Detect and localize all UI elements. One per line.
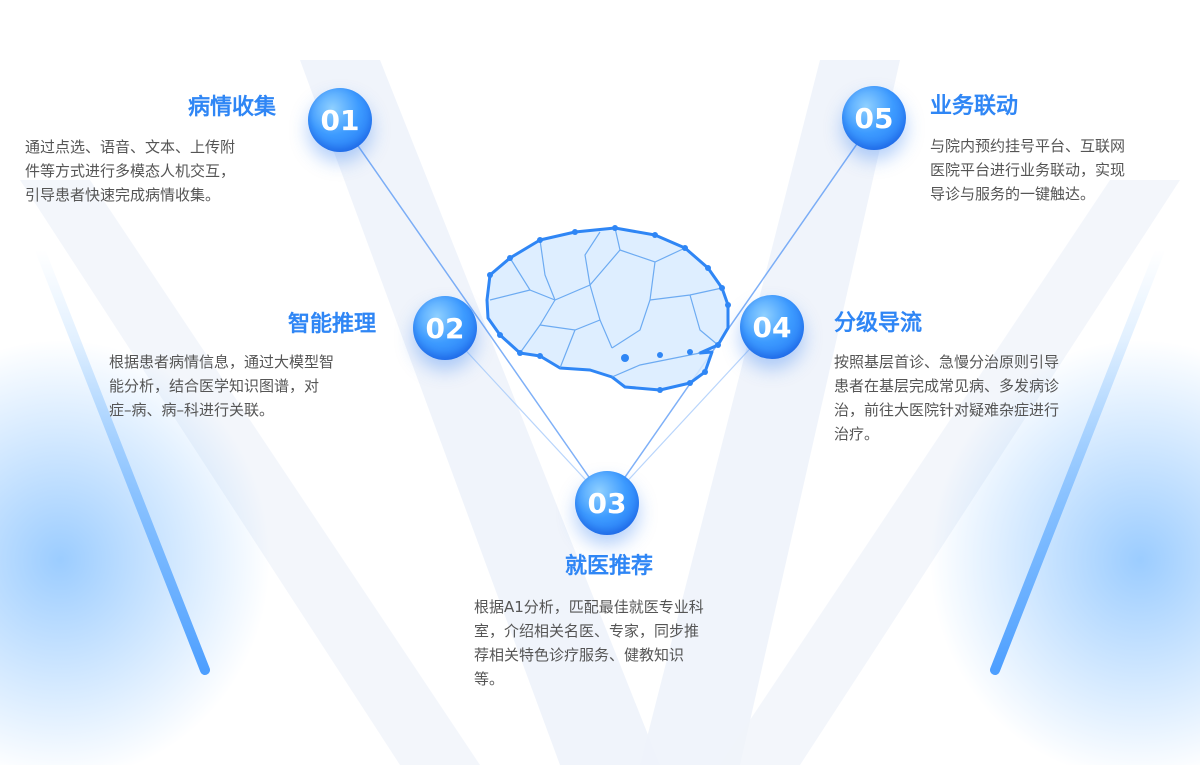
step-04-description: 按照基层首诊、急慢分治原则引导 患者在基层完成常见病、多发病诊 治，前往大医院针… <box>834 350 1059 446</box>
step-04-line: 按照基层首诊、急慢分治原则引导 <box>834 353 1060 371</box>
step-03-description: 根据A1分析，匹配最佳就医专业科 室，介绍相关名医、专家，同步推 荐相关特色诊疗… <box>474 595 704 691</box>
step-03-badge: 03 <box>575 471 639 535</box>
step-01-line: 件等方式进行多模态人机交互， <box>25 162 236 180</box>
step-02-description: 根据患者病情信息，通过大模型智 能分析，结合医学知识图谱，对 症–病、病–科进行… <box>109 350 334 422</box>
step-03-line: 等。 <box>474 670 505 688</box>
step-02-line: 能分析，结合医学知识图谱，对 <box>109 377 320 395</box>
step-03-line: 室，介绍相关名医、专家，同步推 <box>474 622 700 640</box>
step-04-badge: 04 <box>740 295 804 359</box>
step-04-title: 分级导流 <box>834 311 923 336</box>
step-01-title: 病情收集 <box>188 95 277 120</box>
step-05-line: 医院平台进行业务联动，实现 <box>930 161 1126 179</box>
step-05-title: 业务联动 <box>930 94 1019 119</box>
step-04-line: 治，前往大医院针对疑难杂症进行 <box>834 401 1060 419</box>
step-02-badge: 02 <box>413 296 477 360</box>
step-05-description: 与院内预约挂号平台、互联网 医院平台进行业务联动，实现 导诊与服务的一键触达。 <box>930 134 1125 206</box>
step-02-line: 根据患者病情信息，通过大模型智 <box>109 353 335 371</box>
step-05-badge: 05 <box>842 86 906 150</box>
step-02-title: 智能推理 <box>288 312 377 337</box>
step-01-line: 通过点选、语音、文本、上传附 <box>25 138 236 156</box>
step-03-title: 就医推荐 <box>565 554 654 579</box>
step-04-line: 患者在基层完成常见病、多发病诊 <box>834 377 1060 395</box>
step-02-line: 症–病、病–科进行关联。 <box>109 401 275 419</box>
brain-network-icon <box>485 225 731 393</box>
step-01-description: 通过点选、语音、文本、上传附 件等方式进行多模态人机交互， 引导患者快速完成病情… <box>25 135 235 207</box>
step-01-line: 引导患者快速完成病情收集。 <box>25 186 221 204</box>
step-04-line: 治疗。 <box>834 425 880 443</box>
step-05-line: 导诊与服务的一键触达。 <box>930 185 1096 203</box>
step-05-line: 与院内预约挂号平台、互联网 <box>930 137 1126 155</box>
step-03-line: 根据A1分析，匹配最佳就医专业科 <box>474 598 704 616</box>
step-03-line: 荐相关特色诊疗服务、健教知识 <box>474 646 685 664</box>
step-01-badge: 01 <box>308 88 372 152</box>
